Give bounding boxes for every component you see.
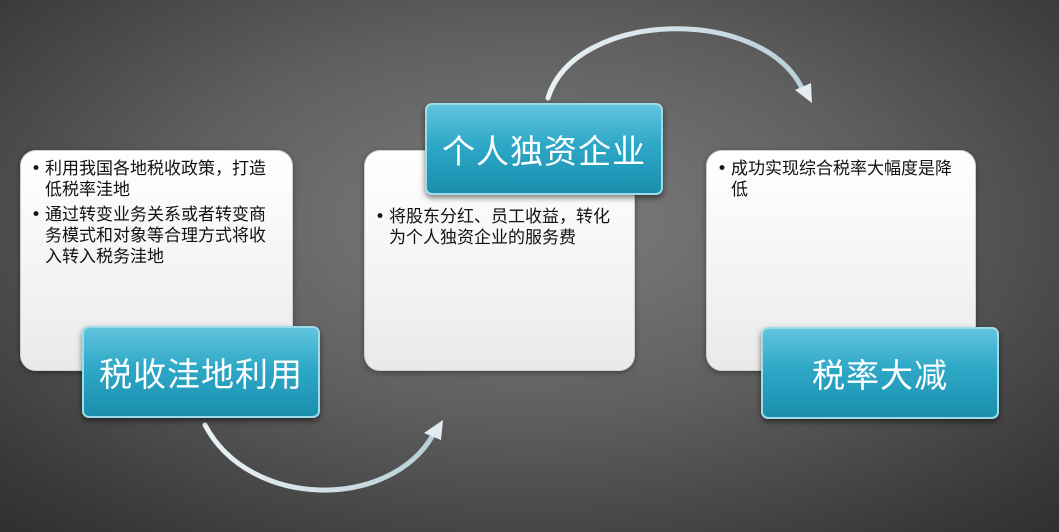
arrow-head-stage2: [424, 420, 443, 440]
arrow-stage2-to-stage3: [545, 26, 805, 101]
bullet-icon: •: [31, 205, 42, 225]
bullet-icon: •: [31, 159, 42, 179]
stage-3-bullet-1: • 成功实现综合税率大幅度是降低: [717, 159, 952, 200]
stage-card-1: • 利用我国各地税收政策，打造低税率洼地 • 通过转变业务关系或者转变商务模式和…: [20, 150, 293, 371]
stage-label-3: 税率大减: [761, 327, 999, 419]
stage-2-bullet-1: • 将股东分红、员工收益，转化为个人独资企业的服务费: [375, 207, 610, 248]
arrow-stage1-to-stage2: [202, 422, 436, 493]
stage-1-bullet-list: • 利用我国各地税收政策，打造低税率洼地 • 通过转变业务关系或者转变商务模式和…: [31, 159, 282, 268]
stage-3-bullet-list: • 成功实现综合税率大幅度是降低: [717, 159, 965, 201]
stage-label-2: 个人独资企业: [425, 103, 663, 195]
stage-1-bullet-2: • 通过转变业务关系或者转变商务模式和对象等合理方式将收入转入税务洼地: [31, 205, 266, 267]
stage-label-1: 税收洼地利用: [82, 326, 320, 418]
arrow-head-stage3: [795, 83, 812, 103]
stage-2-bullet-list: • 将股东分红、员工收益，转化为个人独资企业的服务费: [375, 207, 624, 249]
bullet-icon: •: [375, 207, 386, 227]
stage-1-bullet-1: • 利用我国各地税收政策，打造低税率洼地: [31, 159, 266, 200]
bullet-icon: •: [717, 159, 728, 179]
